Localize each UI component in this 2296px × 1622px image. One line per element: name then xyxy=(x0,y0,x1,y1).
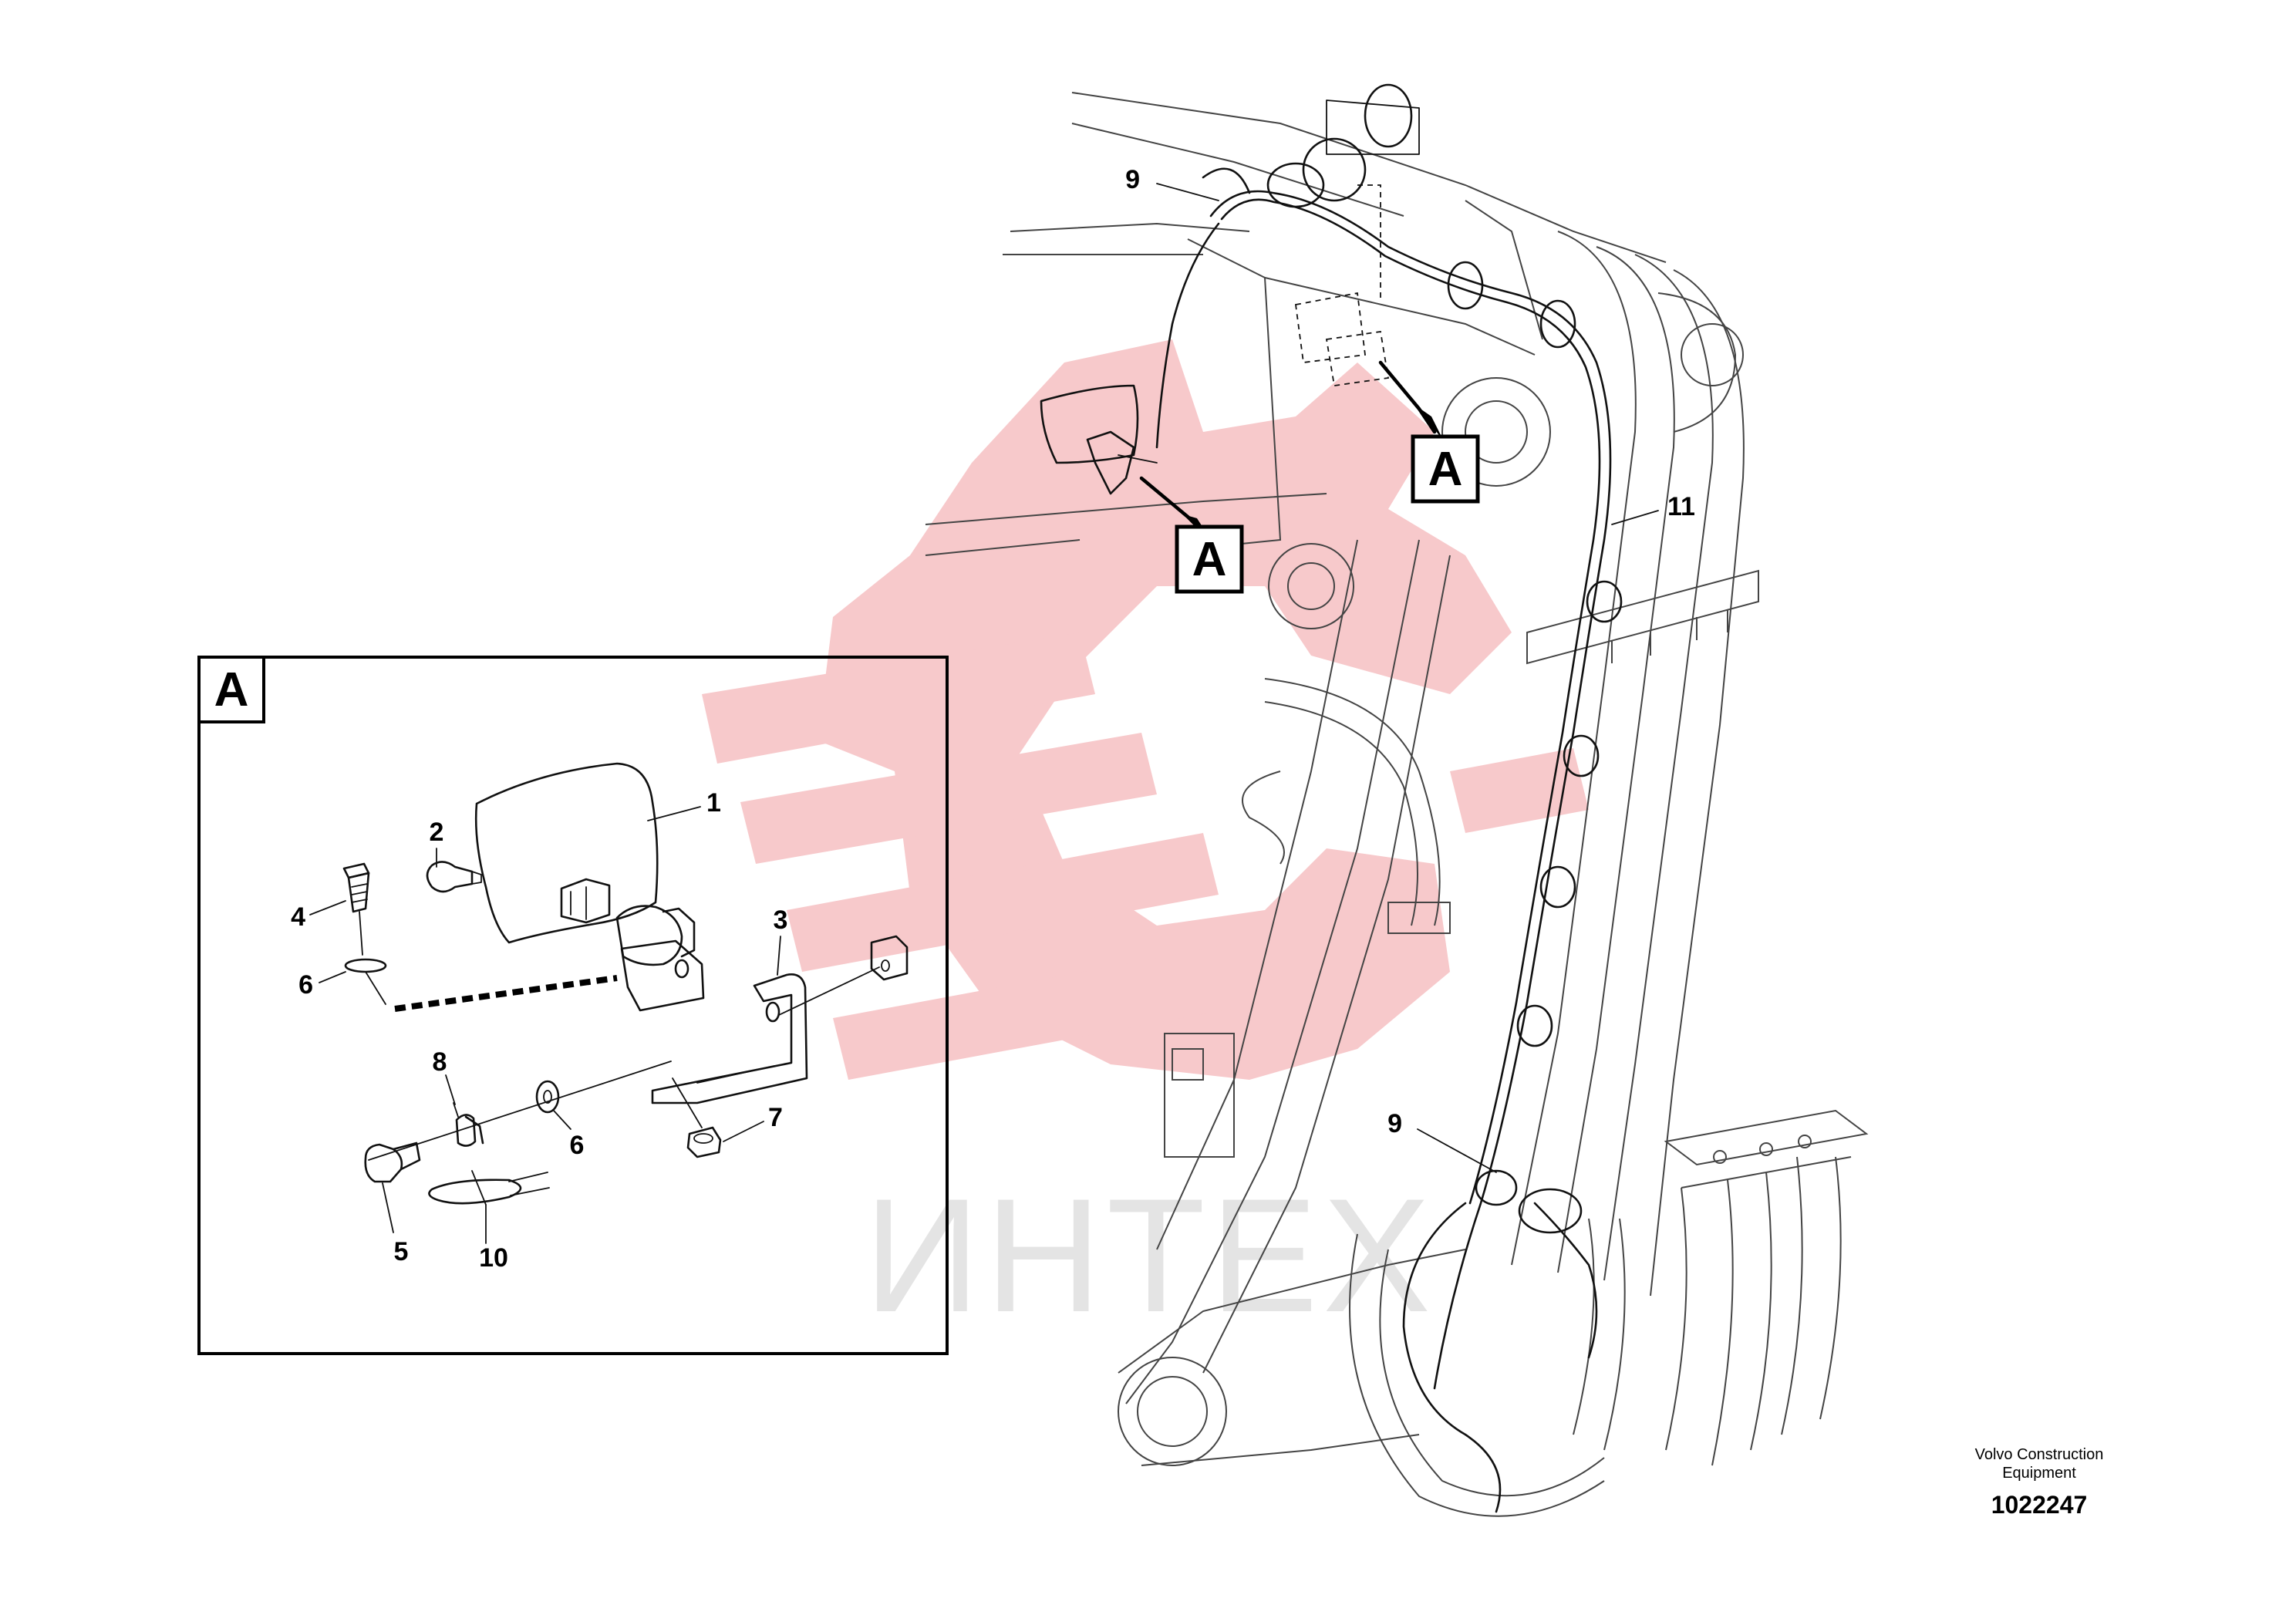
svg-text:Volvo Construction: Volvo Construction xyxy=(1975,1446,2104,1463)
rubber-block xyxy=(778,935,909,1016)
bolt-lower xyxy=(364,1141,421,1183)
callout-bracket: 3 xyxy=(774,905,788,976)
nut xyxy=(672,1077,722,1158)
svg-text:2: 2 xyxy=(430,818,444,847)
callout-tie-lower: 9 xyxy=(1387,1109,1497,1173)
bracket xyxy=(651,973,808,1104)
svg-text:A: A xyxy=(1192,533,1227,586)
bulb xyxy=(426,861,482,893)
assembly-line xyxy=(394,975,618,1012)
svg-text:4: 4 xyxy=(291,902,305,932)
callout-nut: 7 xyxy=(723,1103,783,1142)
svg-text:10: 10 xyxy=(479,1243,508,1273)
callout-screw-upper: 4 xyxy=(291,900,346,932)
svg-text:1: 1 xyxy=(706,788,721,818)
svg-text:9: 9 xyxy=(1125,165,1140,194)
svg-text:5: 5 xyxy=(394,1237,409,1266)
washer-lower xyxy=(535,1080,560,1114)
boom-assembly xyxy=(925,92,1869,1517)
watermark-text: ИНТЕХ xyxy=(864,1165,1435,1346)
svg-text:A: A xyxy=(1428,443,1463,496)
svg-text:11: 11 xyxy=(1667,492,1695,521)
bolt-axis xyxy=(368,1061,672,1161)
wiring-harness xyxy=(1155,83,1623,1513)
callout-washer-upper: 6 xyxy=(298,970,346,1000)
footer-brand-block: Volvo Construction Equipment 1022247 xyxy=(1975,1446,2104,1519)
svg-text:Equipment: Equipment xyxy=(2002,1465,2076,1482)
lamp-housing xyxy=(474,762,705,1012)
callout-bulb: 2 xyxy=(430,818,444,868)
svg-text:6: 6 xyxy=(298,970,313,1000)
cable-tie xyxy=(428,1170,550,1206)
svg-text:9: 9 xyxy=(1387,1109,1402,1138)
screw-upper xyxy=(342,862,370,956)
svg-text:3: 3 xyxy=(774,905,788,935)
view-marker-a-left: A xyxy=(1139,476,1244,594)
callout-bolt-lower: 5 xyxy=(382,1182,409,1266)
svg-text:7: 7 xyxy=(768,1103,783,1132)
view-marker-a-right: A xyxy=(1378,360,1480,504)
callout-tie-upper: 9 xyxy=(1125,165,1219,201)
svg-text:8: 8 xyxy=(433,1047,447,1077)
document-number: 1022247 xyxy=(1991,1491,2088,1519)
clip xyxy=(453,1102,484,1147)
callout-washer-lower: 6 xyxy=(553,1110,585,1160)
detail-location-outline xyxy=(1294,184,1390,387)
svg-text:A: A xyxy=(214,663,249,717)
callout-cable-tie: 10 xyxy=(479,1204,508,1273)
svg-text:6: 6 xyxy=(570,1131,585,1160)
washer-upper xyxy=(344,958,387,1005)
detail-view-a: A xyxy=(197,656,949,1355)
callout-lamp: 1 xyxy=(647,788,721,821)
callout-clip: 8 xyxy=(433,1047,456,1105)
boom-work-light xyxy=(1040,384,1158,495)
callout-harness: 11 xyxy=(1611,492,1695,525)
